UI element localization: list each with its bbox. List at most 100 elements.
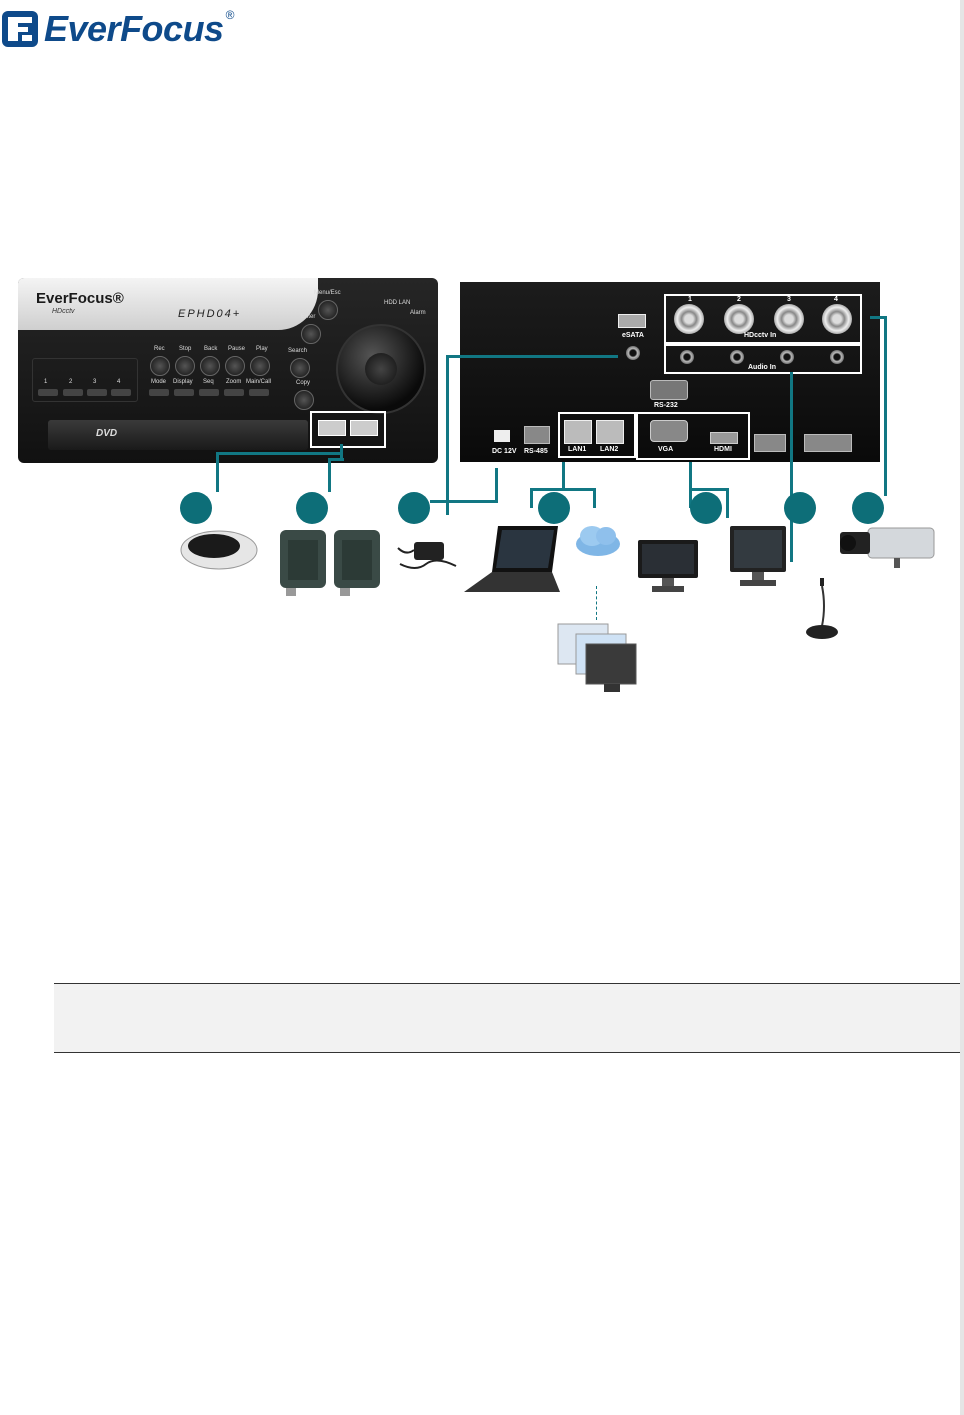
scrollbar[interactable]: [960, 0, 964, 1415]
alarm-terminal[interactable]: [804, 434, 852, 452]
bnc2-number: 2: [737, 296, 741, 303]
callout-circle-5: [690, 492, 722, 524]
seq-key[interactable]: [199, 389, 219, 396]
lan1-label: LAN1: [568, 446, 586, 453]
callout-circle-7: [852, 492, 884, 524]
mouse-icon: [178, 526, 260, 572]
line-vga-b: [726, 488, 729, 518]
power-adapter-icon: [396, 536, 460, 576]
copy-label: Copy: [296, 380, 310, 386]
monitor-icon: [724, 522, 790, 588]
bnc-input-2[interactable]: [724, 304, 754, 334]
rec-label: Rec: [154, 346, 165, 352]
bnc-input-3[interactable]: [774, 304, 804, 334]
ch3-label: 3: [93, 379, 96, 385]
cloud-dashed-line: [596, 586, 597, 620]
audio-in-3[interactable]: [780, 350, 794, 364]
front-model: EPHD04+: [178, 308, 241, 320]
mode-label: Mode: [151, 379, 166, 385]
ch2-label: 2: [69, 379, 72, 385]
lan2-port[interactable]: [596, 420, 624, 444]
front-sub: HDcctv: [52, 308, 75, 315]
play-button[interactable]: [250, 356, 270, 376]
zoom-label: Zoom: [226, 379, 241, 385]
ch2-key[interactable]: [63, 389, 83, 396]
line-usb-up: [340, 444, 343, 460]
display-key[interactable]: [174, 389, 194, 396]
stop-label: Stop: [179, 346, 191, 352]
logo-mark-icon: [0, 9, 40, 49]
zoom-key[interactable]: [224, 389, 244, 396]
rs485-label: RS-485: [524, 448, 548, 455]
rs485-terminal[interactable]: [524, 426, 550, 444]
callout-circle-1: [180, 492, 212, 524]
search-button[interactable]: [290, 358, 310, 378]
usb-port-1[interactable]: [318, 420, 346, 436]
lan1-port[interactable]: [564, 420, 592, 444]
rs232-port[interactable]: [650, 380, 688, 400]
bnc-input-1[interactable]: [674, 304, 704, 334]
ch4-key[interactable]: [111, 389, 131, 396]
line-vga-h: [689, 488, 729, 491]
rec-button[interactable]: [150, 356, 170, 376]
line-power-v: [495, 468, 498, 503]
audio-in-4[interactable]: [830, 350, 844, 364]
menu-button[interactable]: [318, 300, 338, 320]
menu-label: Menu/Esc: [314, 290, 341, 296]
dvd-drive[interactable]: DVD: [48, 420, 308, 450]
dvd-logo: DVD: [96, 428, 117, 439]
line-lan-b: [593, 488, 596, 508]
vga-port[interactable]: [650, 420, 688, 442]
note-box: [54, 983, 963, 1053]
everfocus-logo: EverFocus ®: [0, 8, 234, 50]
callout-circle-3: [398, 492, 430, 524]
connection-diagram: EverFocus® HDcctv EPHD04+ Menu/Esc Enter…: [18, 278, 962, 718]
line-usb-h1: [216, 452, 342, 455]
audio-in-2[interactable]: [730, 350, 744, 364]
search-label: Search: [288, 348, 307, 354]
dc-jack[interactable]: [494, 430, 510, 442]
jog-knob[interactable]: [365, 353, 397, 385]
copy-button[interactable]: [294, 390, 314, 410]
line-lan-up: [562, 462, 565, 490]
line-usb-1: [216, 452, 219, 492]
display-label: Display: [173, 379, 193, 385]
cloud-icon: [574, 522, 622, 558]
jog-shuttle-dial[interactable]: [336, 324, 426, 414]
main-call-label: Main/Call: [246, 379, 271, 385]
bnc3-number: 3: [787, 296, 791, 303]
audio-in-1[interactable]: [680, 350, 694, 364]
hdcctv-in-label: HDcctv In: [744, 332, 776, 339]
monitor-icon: [634, 536, 702, 594]
camera-icon: [838, 522, 938, 572]
callout-circle-4: [538, 492, 570, 524]
line-power-h: [430, 500, 498, 503]
vga-label: VGA: [658, 446, 673, 453]
callout-circle-6: [784, 492, 816, 524]
line-bnc-h: [870, 316, 887, 319]
ch1-key[interactable]: [38, 389, 58, 396]
front-brand: EverFocus®: [36, 290, 124, 307]
ch3-key[interactable]: [87, 389, 107, 396]
esata-port[interactable]: [618, 314, 646, 328]
back-button[interactable]: [200, 356, 220, 376]
rs232-label: RS-232: [654, 402, 678, 409]
usb-port-2[interactable]: [350, 420, 378, 436]
stop-button[interactable]: [175, 356, 195, 376]
bnc4-number: 4: [834, 296, 838, 303]
pause-button[interactable]: [225, 356, 245, 376]
mode-key[interactable]: [149, 389, 169, 396]
logo-registered: ®: [226, 8, 235, 22]
dc-label: DC 12V: [492, 448, 517, 455]
main-call-key[interactable]: [249, 389, 269, 396]
bnc-input-4[interactable]: [822, 304, 852, 334]
speakers-icon: [276, 526, 384, 598]
audio-out-jack[interactable]: [626, 346, 640, 360]
callout-circle-2: [296, 492, 328, 524]
status-labels: HDD LAN: [384, 300, 410, 306]
play-label: Play: [256, 346, 268, 352]
relay-terminal[interactable]: [754, 434, 786, 452]
enter-button[interactable]: [301, 324, 321, 344]
usb-ports-highlight: [310, 411, 386, 448]
hdmi-port[interactable]: [710, 432, 738, 444]
